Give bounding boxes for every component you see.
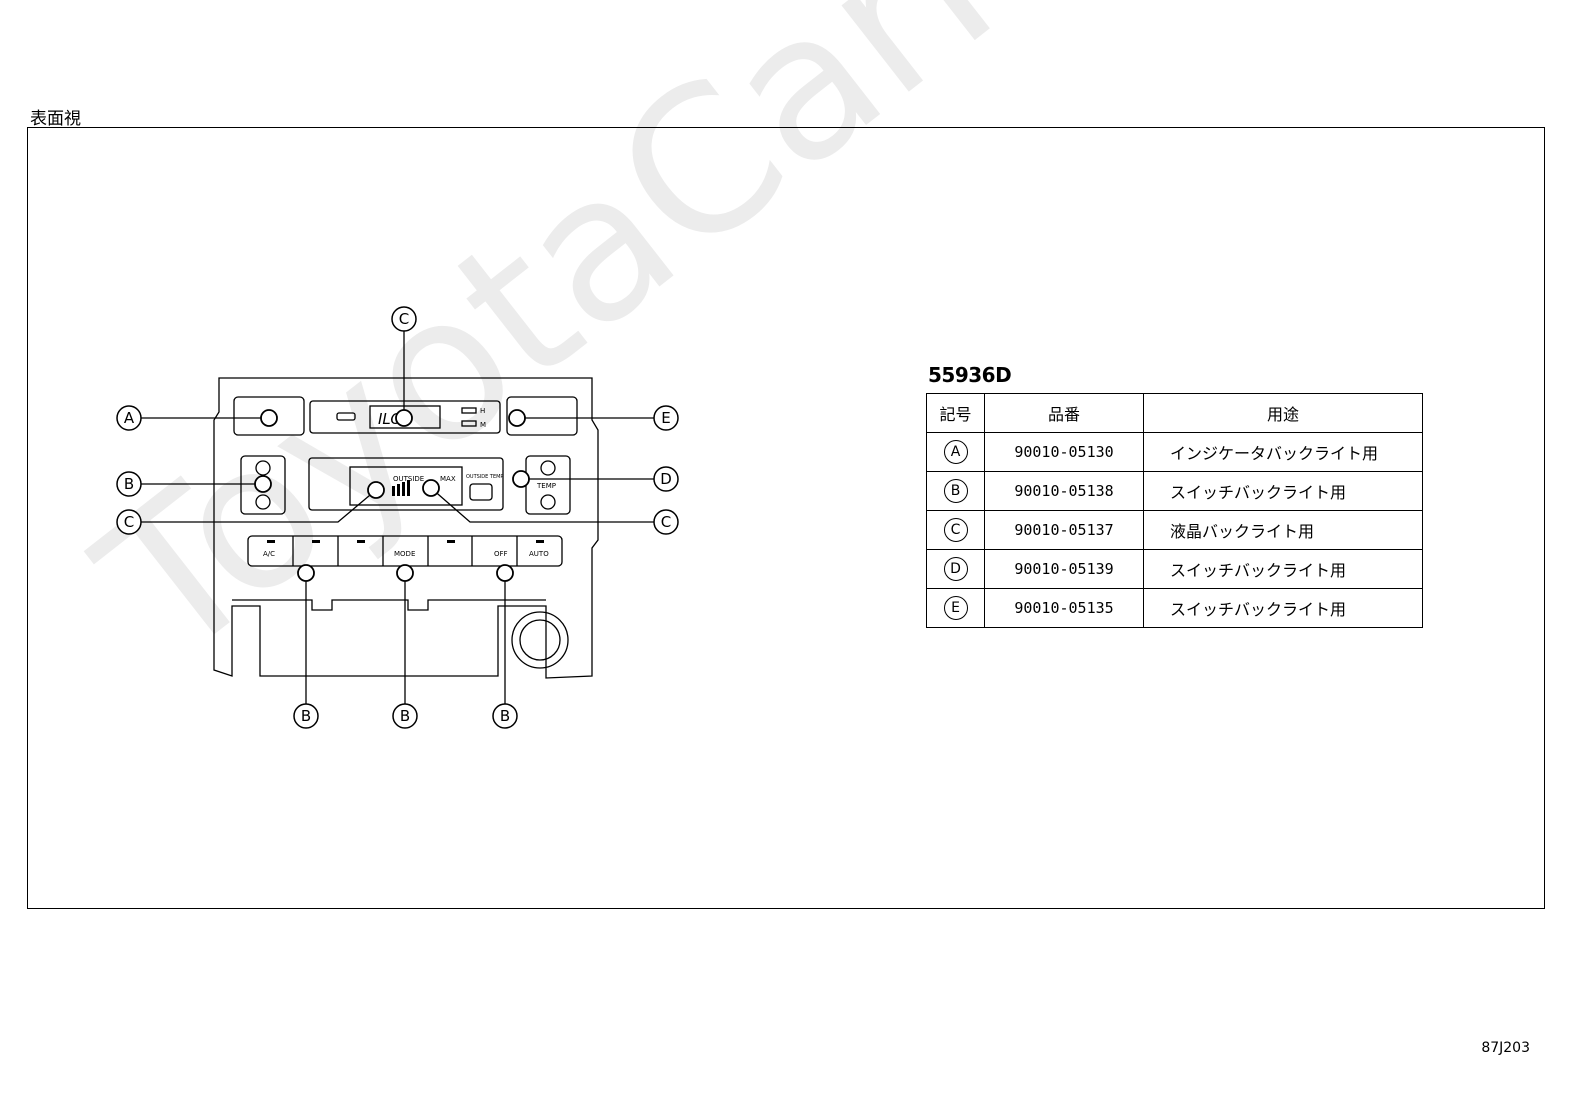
panel-housing — [213, 377, 599, 679]
top-display — [309, 400, 501, 434]
callout-bottom-3: B — [492, 703, 518, 729]
part-number: 90010-05139 — [984, 549, 1144, 589]
callout-right-3: C — [653, 509, 679, 535]
label-m: M — [480, 421, 486, 429]
label-ac: A/C — [263, 550, 275, 558]
svg-text:B: B — [124, 475, 134, 493]
small-lamp-h — [461, 407, 477, 414]
knob-inner — [519, 619, 561, 661]
svg-text:B: B — [500, 707, 510, 725]
bulb-a — [260, 409, 278, 427]
label-auto: AUTO — [529, 550, 549, 558]
callout-bottom-1: B — [293, 703, 319, 729]
label-h: H — [480, 407, 485, 415]
symbol-circle: E — [943, 596, 968, 620]
symbol-circle: B — [943, 479, 968, 503]
middle-lcd — [349, 466, 463, 506]
part-number: 90010-05138 — [984, 471, 1144, 511]
label-max: MAX — [440, 475, 456, 483]
view-title: 表面視 — [30, 109, 81, 129]
header-part-number: 品番 — [984, 393, 1144, 433]
small-lamp-m — [461, 420, 477, 427]
bulb-c-right — [422, 479, 440, 497]
label-mode: MODE — [394, 550, 415, 558]
bulb-b-left — [254, 475, 272, 493]
table-row: B 90010-05138 スイッチバックライト用 — [926, 471, 1423, 511]
middle-display — [308, 457, 504, 511]
callout-right-1: E — [653, 405, 679, 431]
outside-temp-button — [469, 483, 493, 501]
svg-text:D: D — [660, 470, 672, 488]
callout-left-3: C — [116, 509, 142, 535]
svg-text:C: C — [399, 310, 409, 328]
callout-left-2: B — [116, 471, 142, 497]
table-row: C 90010-05137 液晶バックライト用 — [926, 510, 1423, 550]
svg-text:B: B — [400, 707, 410, 725]
bulb-c-left — [367, 481, 385, 499]
part-number: 90010-05135 — [984, 588, 1144, 628]
lcd-window — [369, 405, 441, 429]
bulb-b-2 — [396, 564, 414, 582]
table-row: D 90010-05139 スイッチバックライト用 — [926, 549, 1423, 589]
usage: スイッチバックライト用 — [1143, 471, 1423, 511]
bulb-d — [512, 470, 530, 488]
table-row: A 90010-05130 インジケータバックライト用 — [926, 432, 1423, 472]
svg-text:C: C — [661, 513, 671, 531]
knob-outer — [511, 611, 569, 669]
usage: 液晶バックライト用 — [1143, 510, 1423, 550]
header-usage: 用途 — [1143, 393, 1423, 433]
usage: スイッチバックライト用 — [1143, 588, 1423, 628]
svg-text:A: A — [124, 409, 135, 427]
top-right-box — [506, 396, 578, 436]
panel-recess — [232, 599, 546, 611]
bulb-b-3 — [496, 564, 514, 582]
document-id: 87J203 — [1481, 1040, 1530, 1056]
symbol-circle: A — [943, 440, 968, 464]
bulb-c-top — [395, 409, 413, 427]
part-number: 90010-05130 — [984, 432, 1144, 472]
callout-top: C — [391, 306, 417, 332]
part-code: 55936D — [928, 363, 1012, 387]
left-updown-switch — [240, 455, 286, 515]
indicator-box — [233, 396, 305, 436]
svg-text:B: B — [301, 707, 311, 725]
table-row: E 90010-05135 スイッチバックライト用 — [926, 588, 1423, 628]
callout-bottom-2: B — [392, 703, 418, 729]
svg-text:E: E — [661, 409, 670, 427]
label-temp: TEMP — [536, 482, 556, 490]
part-number: 90010-05137 — [984, 510, 1144, 550]
table-header-row: 記号 品番 用途 — [926, 393, 1423, 433]
svg-text:C: C — [124, 513, 134, 531]
symbol-circle: C — [943, 518, 968, 542]
symbol-circle: D — [943, 557, 968, 581]
label-outside-temp: OUTSIDE TEMP — [466, 474, 503, 480]
small-lamp — [336, 412, 356, 421]
callout-left-1: A — [116, 405, 142, 431]
label-outside: OUTSIDE — [393, 475, 424, 483]
bulb-b-1 — [297, 564, 315, 582]
bulb-e — [508, 409, 526, 427]
usage: インジケータバックライト用 — [1143, 432, 1423, 472]
usage: スイッチバックライト用 — [1143, 549, 1423, 589]
bulb-table: 記号 品番 用途 A 90010-05130 インジケータバックライト用 B 9… — [926, 393, 1423, 628]
diagram-frame — [27, 127, 1545, 909]
callout-right-2: D — [653, 466, 679, 492]
header-symbol: 記号 — [926, 393, 985, 433]
label-off: OFF — [494, 550, 508, 558]
